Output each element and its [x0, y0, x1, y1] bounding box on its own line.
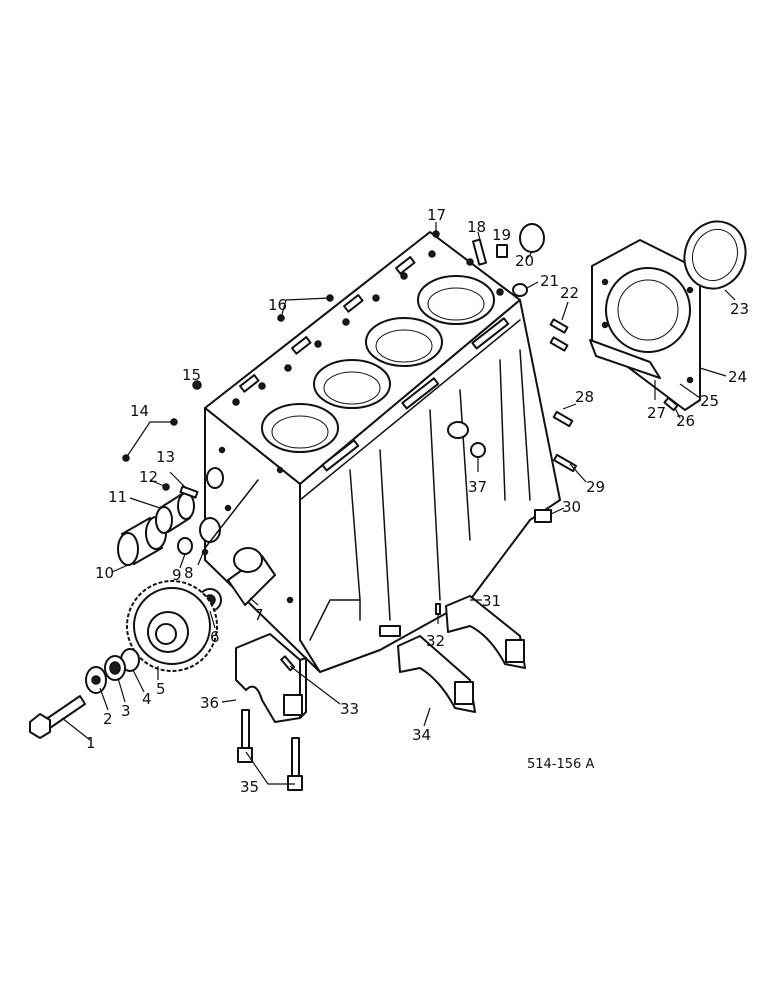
label-part-8: 8 — [184, 564, 194, 582]
plug-19 — [496, 244, 508, 258]
label-part-21: 21 — [540, 272, 559, 290]
label-part-20: 20 — [515, 252, 534, 270]
bolts-35 — [237, 709, 303, 791]
dowel-22b — [549, 336, 569, 352]
label-part-37: 37 — [468, 478, 487, 496]
drawing-code: 514-156 A — [527, 757, 594, 772]
dot-15 — [192, 380, 202, 390]
label-part-22: 22 — [560, 284, 579, 302]
label-part-10: 10 — [95, 564, 114, 582]
dowel-18 — [472, 238, 488, 266]
dowel-29 — [552, 453, 578, 473]
tappet-shaft-7 — [227, 547, 276, 606]
rear-oil-seal — [683, 220, 747, 290]
label-part-5: 5 — [156, 680, 166, 698]
pin-13 — [179, 485, 199, 499]
shim-block — [379, 625, 401, 637]
plug-21 — [512, 283, 528, 297]
timing-gear-5 — [126, 580, 218, 672]
cylinder-block — [199, 231, 561, 673]
camshaft-bushing-10 — [117, 516, 167, 566]
bearing-3 — [104, 655, 126, 681]
label-part-26: 26 — [676, 412, 695, 430]
washer-9 — [177, 537, 193, 555]
plug-37-housing — [447, 421, 469, 439]
dowel-22a — [549, 318, 569, 334]
label-part-2: 2 — [103, 710, 113, 728]
label-part-33: 33 — [340, 700, 359, 718]
block-30 — [534, 509, 552, 523]
leader-lines — [61, 222, 736, 785]
label-part-13: 13 — [156, 448, 175, 466]
block-ribs — [299, 319, 531, 641]
label-part-9: 9 — [172, 566, 182, 584]
label-part-29: 29 — [586, 478, 605, 496]
label-part-11: 11 — [108, 488, 127, 506]
label-part-16: 16 — [268, 296, 287, 314]
label-part-30: 30 — [562, 498, 581, 516]
label-part-17: 17 — [427, 206, 446, 224]
label-part-28: 28 — [575, 388, 594, 406]
part-labels: 1 2 3 4 5 6 7 8 9 10 11 12 13 14 15 16 1… — [86, 206, 749, 796]
label-part-1: 1 — [86, 734, 96, 752]
bolt-1 — [29, 695, 86, 739]
label-part-34: 34 — [412, 726, 431, 744]
label-part-15: 15 — [182, 366, 201, 384]
label-part-18: 18 — [467, 218, 486, 236]
washer-2 — [85, 666, 107, 694]
plug-37 — [470, 442, 486, 458]
label-part-19: 19 — [492, 226, 511, 244]
label-part-3: 3 — [121, 702, 131, 720]
label-part-27: 27 — [647, 404, 666, 422]
expansion-plug-20 — [519, 223, 545, 253]
label-part-6: 6 — [210, 628, 220, 646]
label-part-7: 7 — [254, 606, 264, 624]
label-part-12: 12 — [139, 468, 158, 486]
label-part-35: 35 — [240, 778, 259, 796]
label-part-4: 4 — [142, 690, 152, 708]
label-part-36: 36 — [200, 694, 219, 712]
deck-holes — [232, 250, 510, 472]
bearing-cap-34 — [397, 635, 476, 713]
label-part-25: 25 — [700, 392, 719, 410]
dot-12 — [162, 483, 170, 491]
seal-strip — [589, 339, 661, 379]
dowel-28 — [552, 410, 574, 428]
rear-seal-housing — [591, 239, 701, 411]
cylinder-bores — [261, 275, 495, 453]
rod-8 — [204, 479, 259, 549]
pin-32 — [435, 603, 441, 615]
bearing-cap-31 — [445, 595, 526, 669]
label-part-24: 24 — [728, 368, 747, 386]
label-part-23: 23 — [730, 300, 749, 318]
label-part-31: 31 — [482, 592, 501, 610]
label-part-14: 14 — [130, 402, 149, 420]
label-part-32: 32 — [426, 632, 445, 650]
bushing-11 — [155, 492, 195, 534]
